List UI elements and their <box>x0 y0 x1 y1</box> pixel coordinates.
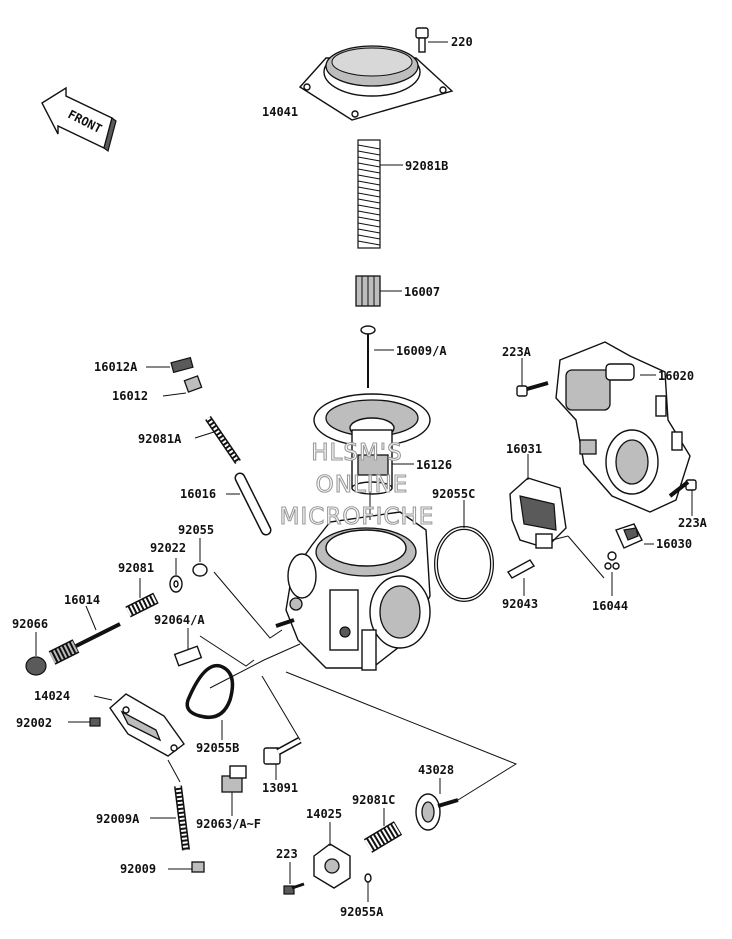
callout-label: 16007 <box>404 285 440 299</box>
callout-label: 16014 <box>64 593 100 607</box>
callout-label: 92055B <box>196 741 239 755</box>
pin-92043-part <box>506 559 536 596</box>
callout-label: 16012 <box>112 389 148 403</box>
clip-16044-part <box>567 535 620 596</box>
callout-label: 16012A <box>94 360 138 374</box>
callout-label: 220 <box>451 35 473 49</box>
jet-needle-part <box>360 325 394 388</box>
throttle-linkage-part <box>555 341 691 513</box>
cap-92066-part <box>25 632 47 676</box>
callout-label: 92066 <box>12 617 48 631</box>
callout-label: 14025 <box>306 807 342 821</box>
callout-label: 223 <box>276 847 298 861</box>
small-part-16012 <box>162 375 203 397</box>
washer-92022-part <box>169 558 183 593</box>
callout-label: 92009A <box>96 812 140 826</box>
callout-label: 92055A <box>340 905 384 919</box>
cover-16031-part <box>509 454 569 549</box>
carburetor-body-part <box>275 511 431 671</box>
screw-223-part <box>283 862 305 895</box>
needle-holder-part <box>355 275 402 307</box>
callout-label: 16030 <box>656 537 692 551</box>
screw-223A-lower-part <box>668 479 697 516</box>
watermark-line1: HLSM'S <box>311 440 402 466</box>
callout-label: 16126 <box>416 458 452 472</box>
cover-14025-part <box>313 822 351 889</box>
callout-label: 14041 <box>262 105 298 119</box>
callout-label: 223A <box>678 516 708 530</box>
callout-label: 43028 <box>418 763 454 777</box>
valve-43028-part <box>415 778 459 831</box>
fitting-92064A-part <box>173 628 203 667</box>
spring-92081B-part <box>357 139 403 249</box>
screw-92009-part <box>168 861 205 873</box>
top-cover-part <box>298 45 454 121</box>
callout-label: 92055 <box>178 523 214 537</box>
callout-label: 92002 <box>16 716 52 730</box>
screw-220-part <box>415 27 448 53</box>
screw-223A-upper-part <box>516 358 549 397</box>
callout-label: 13091 <box>262 781 298 795</box>
callout-label: 92022 <box>150 541 186 555</box>
diaphragm-slide-part <box>313 393 431 495</box>
front-arrow: FRONT <box>41 86 117 153</box>
plug-92063-part <box>221 765 247 816</box>
callout-label: 92064/A <box>154 613 205 627</box>
tube-16016-part <box>226 472 272 536</box>
o-ring-92055C-part <box>434 500 494 602</box>
callout-label: 92081 <box>118 561 154 575</box>
callout-label: 92081C <box>352 793 395 807</box>
watermark: HLSM'S ONLINE MICROFICHE <box>279 439 435 530</box>
callout-label: 92009 <box>120 862 156 876</box>
cover-14024-part <box>93 693 185 757</box>
callout-label: 223A <box>502 345 532 359</box>
callout-label: 16016 <box>180 487 216 501</box>
spring-92081-part <box>125 578 159 618</box>
callout-label: 92081A <box>138 432 182 446</box>
screw-13091-part <box>263 736 302 780</box>
callout-label: 16020 <box>658 369 694 383</box>
watermark-line2: ONLINE <box>316 472 409 498</box>
watermark-line3: MICROFICHE <box>280 504 435 530</box>
callout-label: 92063/A~F <box>196 817 261 831</box>
callout-label: 16044 <box>592 599 628 613</box>
o-ring-92055B-part <box>185 663 235 740</box>
assembly-guide-lines <box>199 488 518 801</box>
spring-92081C-part <box>363 808 403 853</box>
callout-labels: 220 14041 92081B 16007 16009/A 16012A 16… <box>12 35 708 919</box>
small-part-16012A <box>146 356 194 374</box>
callout-label: 92043 <box>502 597 538 611</box>
o-ring-92055A-part <box>364 873 372 902</box>
screw-92009A-part <box>150 759 190 851</box>
ring-92055-part <box>192 538 208 577</box>
spring-92081A-part <box>194 416 241 464</box>
callout-label: 14024 <box>34 689 70 703</box>
callout-label: 16031 <box>506 442 542 456</box>
small-part-16030 <box>615 523 654 549</box>
screw-16014-part <box>48 605 121 665</box>
screw-92002-part <box>68 717 101 727</box>
callout-label: 92081B <box>405 159 448 173</box>
callout-label: 16009/A <box>396 344 447 358</box>
callout-label: 92055C <box>432 487 475 501</box>
